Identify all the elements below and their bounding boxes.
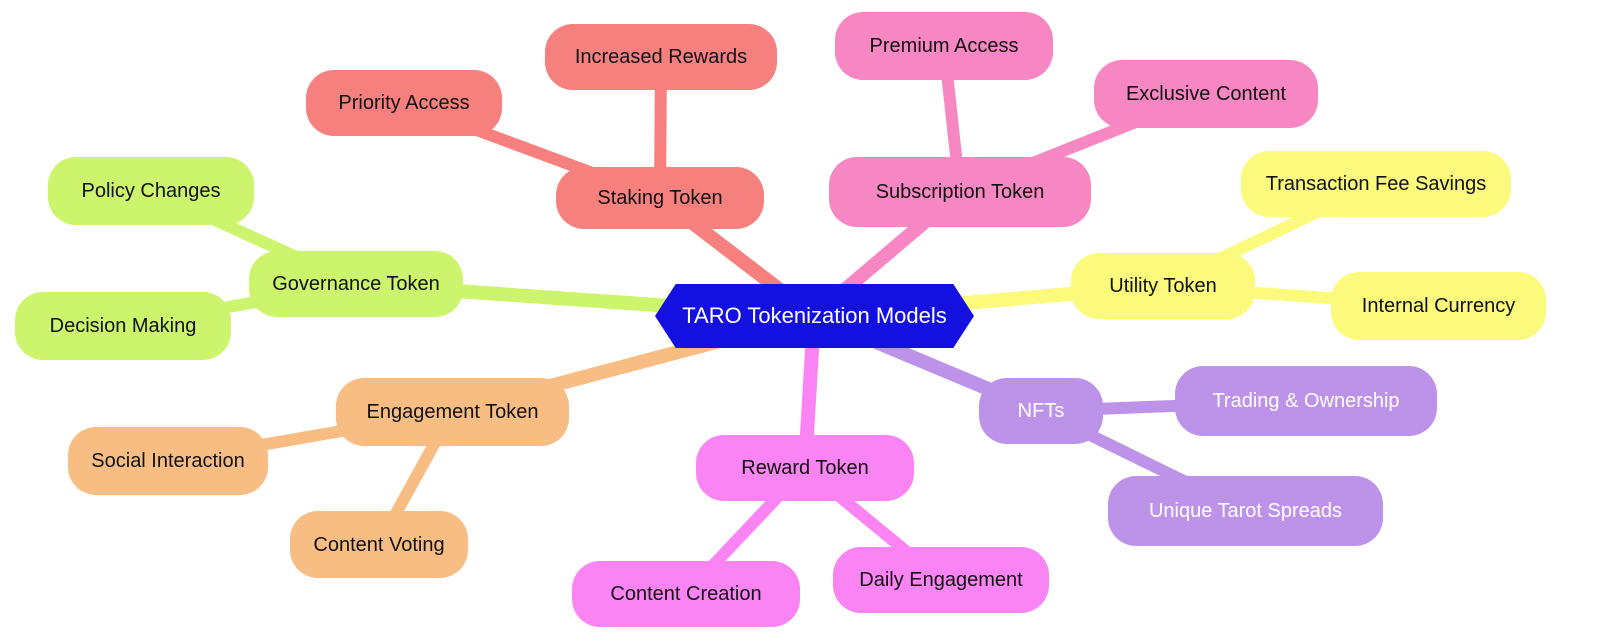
node-label: Exclusive Content <box>1125 83 1287 105</box>
node-label: Decision Making <box>49 315 197 337</box>
node-nfts: NFTs <box>979 378 1103 444</box>
node-trading-ownership: Trading & Ownership <box>1175 366 1437 436</box>
node-label: Daily Engagement <box>859 569 1023 591</box>
node-content-voting: Content Voting <box>290 511 468 578</box>
node-daily-engagement: Daily Engagement <box>833 547 1049 613</box>
node-label: Content Creation <box>610 583 762 605</box>
node-unique-tarot-spreads: Unique Tarot Spreads <box>1108 476 1383 546</box>
node-label: Unique Tarot Spreads <box>1148 500 1343 522</box>
node-content-creation: Content Creation <box>572 561 800 627</box>
node-internal-currency: Internal Currency <box>1331 272 1546 340</box>
node-label: Subscription Token <box>875 181 1045 203</box>
node-label: Reward Token <box>741 457 869 479</box>
node-label: Transaction Fee Savings <box>1265 173 1487 195</box>
node-label: NFTs <box>1017 400 1065 422</box>
node-label: Priority Access <box>338 92 470 114</box>
node-label: Utility Token <box>1109 275 1217 297</box>
node-governance-token: Governance Token <box>249 251 463 317</box>
node-label: Content Voting <box>313 533 445 556</box>
node-label: Governance Token <box>272 273 440 295</box>
node-increased-rewards: Increased Rewards <box>545 24 777 90</box>
node-label: Trading & Ownership <box>1212 390 1400 412</box>
node-root-label: TARO Tokenization Models <box>682 302 947 328</box>
node-transaction-fee-savings: Transaction Fee Savings <box>1241 151 1511 217</box>
node-label: Staking Token <box>597 187 723 209</box>
node-reward-token: Reward Token <box>696 435 914 501</box>
node-engagement-token: Engagement Token <box>336 378 569 446</box>
node-policy-changes: Policy Changes <box>48 157 254 225</box>
node-label: Premium Access <box>869 35 1019 57</box>
node-subscription-token: Subscription Token <box>829 157 1091 227</box>
node-label: Social Interaction <box>91 450 245 472</box>
node-label: Policy Changes <box>81 180 221 202</box>
node-priority-access: Priority Access <box>306 70 502 136</box>
node-label: Internal Currency <box>1361 295 1516 317</box>
node-utility-token: Utility Token <box>1071 253 1255 319</box>
node-decision-making: Decision Making <box>15 292 231 360</box>
node-label: Engagement Token <box>366 401 539 423</box>
node-root: TARO Tokenization Models <box>655 284 974 348</box>
node-social-interaction: Social Interaction <box>68 427 268 495</box>
node-staking-token: Staking Token <box>556 167 764 229</box>
node-premium-access: Premium Access <box>835 12 1053 80</box>
node-label: Increased Rewards <box>574 46 748 68</box>
node-exclusive-content: Exclusive Content <box>1094 60 1318 128</box>
